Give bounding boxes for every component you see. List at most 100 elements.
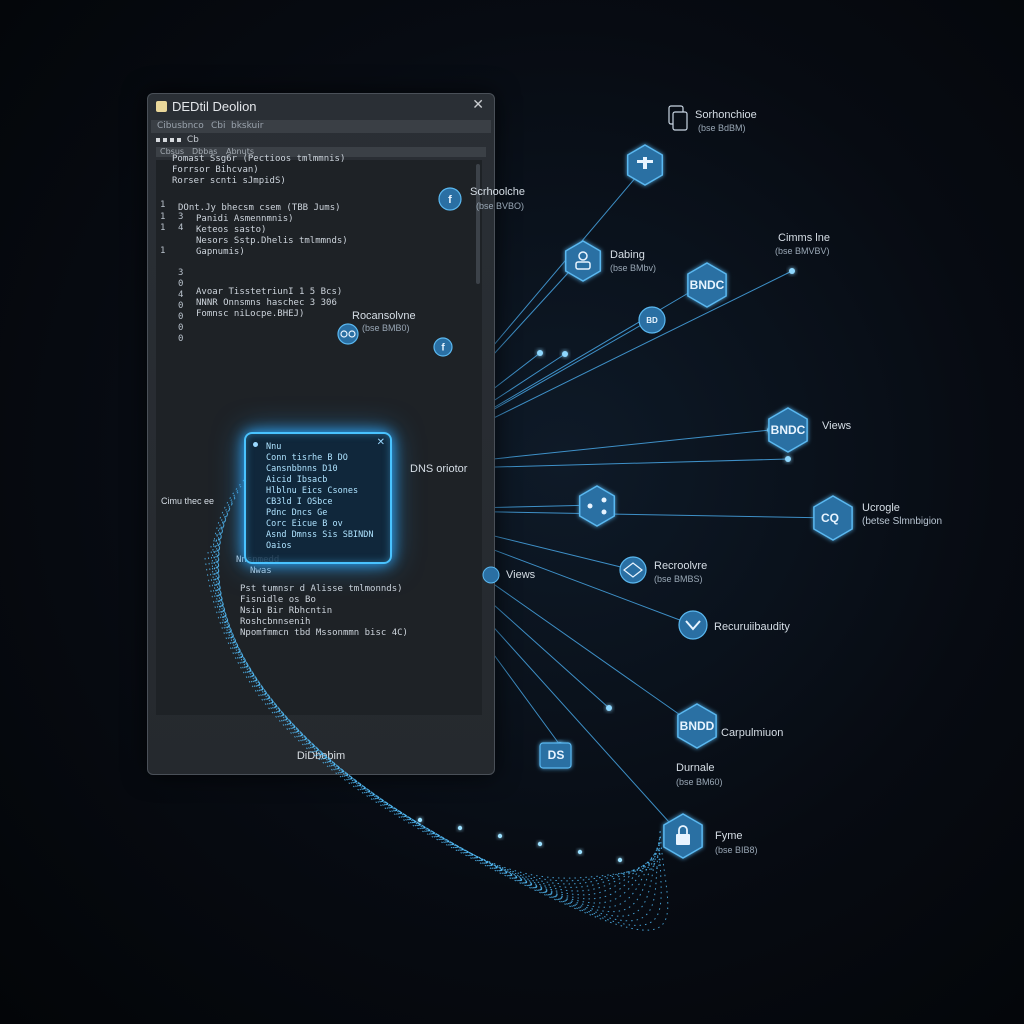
bd-node — [638, 306, 666, 334]
active-node-panel[interactable]: ✕ Nnu Conn tisrhe B DO Cansnbbnns D10 Ai… — [244, 432, 392, 564]
panel-line: Conn tisrhe B DO — [266, 453, 348, 463]
line-number: 3 — [178, 212, 184, 222]
line-number: 1 — [160, 212, 166, 222]
node-label: Ucrogle — [862, 502, 900, 514]
document-icon-back — [672, 111, 688, 131]
node-sublabel: (betse Slmnbigion — [862, 516, 943, 527]
panel-line: Cansnbbnns D10 — [266, 464, 338, 474]
node-label: Cimu thec ee — [161, 496, 215, 506]
node-sublabel: (bse BM60) — [676, 777, 723, 787]
code-line: Panidi Asmennmnis) — [196, 214, 294, 224]
menu-bar: Cibusbnco Cbi bkskuir — [151, 120, 491, 133]
code-line: Fomnsc niLocpe.BHEJ) — [196, 309, 305, 319]
toolbar-button[interactable] — [156, 137, 160, 142]
user-icon-head — [578, 251, 588, 261]
bd-label: BD — [646, 316, 658, 325]
tab[interactable]: Cbsus — [160, 147, 185, 156]
vertical-scrollbar[interactable] — [476, 164, 480, 284]
toolbar-button[interactable] — [170, 137, 174, 142]
window-title: DEDtil Deolion — [172, 99, 257, 114]
panel-line: Nnu — [266, 442, 282, 452]
toolbar-label[interactable]: Cb — [186, 135, 199, 145]
share-icon-dot — [587, 503, 593, 509]
menu-item[interactable]: Cibusbnco — [157, 121, 204, 131]
line-number: 0 — [178, 312, 184, 322]
panel-line: Oaios — [266, 541, 292, 551]
panel-line: CB3ld I OSbce — [266, 497, 333, 507]
tab[interactable]: Abnuts — [226, 147, 254, 156]
function-label: f — [441, 343, 445, 354]
panel-close-button[interactable]: ✕ — [376, 437, 385, 448]
node-label: Views — [822, 420, 852, 432]
line-number: 0 — [178, 279, 184, 289]
node-sublabel: (bse BMVBV) — [775, 246, 830, 256]
panel-line: Aicid Ibsacb — [266, 475, 328, 485]
bndd-label: BNDD — [680, 719, 715, 733]
node-label: Recroolvre — [654, 560, 708, 572]
diamond-icon-shape — [623, 562, 643, 578]
node-label: Dabing — [610, 249, 645, 261]
endpoint-dot — [789, 268, 795, 274]
line-number: 0 — [178, 323, 184, 333]
user-icon — [564, 240, 602, 282]
bndd-node — [677, 703, 717, 749]
server-icon-bar — [643, 157, 647, 169]
views-icon — [482, 566, 500, 584]
share-icon-dot — [601, 497, 607, 503]
function-label: f — [448, 194, 452, 206]
menu-item[interactable]: bkskuir — [231, 121, 264, 131]
bndc-node — [687, 262, 727, 308]
chevron-shape — [685, 620, 701, 631]
bndc-label: BNDC — [771, 423, 806, 437]
line-number: 1 — [160, 200, 166, 210]
toolbar-button[interactable] — [177, 137, 181, 142]
node-sublabel: (bse BdBM) — [698, 123, 746, 133]
window-titlebar[interactable]: DEDtil Deolion ✕ — [148, 94, 494, 120]
code-line: DOnt.Jy bhecsm csem (TBB Jums) — [178, 203, 341, 213]
bndc-label: BNDC — [690, 278, 725, 292]
toolbar-button[interactable] — [163, 137, 167, 142]
node-label: Scrhoolche — [470, 186, 526, 198]
endpoint-dot — [785, 456, 791, 462]
line-number: 4 — [178, 223, 184, 233]
menu-item[interactable]: Cbi — [211, 121, 226, 131]
lock-icon-shackle — [678, 825, 688, 834]
panel-line: Corc Eicue B ov — [266, 519, 343, 529]
node-sublabel: (bse BIB8) — [715, 845, 758, 855]
node-label: Views — [506, 569, 536, 581]
user-icon-body — [575, 261, 591, 270]
line-number: 4 — [178, 290, 184, 300]
share-icon — [578, 485, 616, 527]
code-line: Forrsor Bihcvan) — [172, 165, 259, 175]
panel-line: Asnd Dmnss Sis SBINDN — [266, 530, 374, 540]
node-label: Fyme — [715, 830, 743, 842]
line-number: 1 — [160, 246, 166, 256]
node-label: Sorhonchioe — [695, 109, 757, 121]
tab[interactable]: Dbbas — [192, 147, 218, 156]
chevron-down-icon — [678, 610, 708, 640]
node-label: Rocansolvne — [352, 310, 416, 322]
function-icon — [433, 337, 453, 357]
share-icon-dot — [601, 509, 607, 515]
bndc-node — [768, 407, 808, 453]
code-line: Avoar TisstetriunI 1 5 Bcs) — [196, 287, 343, 297]
code-line: Rorser scnti sJmpidS) — [172, 176, 286, 186]
node-sublabel: (bse BMBS) — [654, 574, 703, 584]
od-icon-b — [348, 330, 356, 338]
node-label: Carpulmiuon — [721, 727, 784, 739]
close-button[interactable]: ✕ — [472, 97, 484, 113]
diamond-icon — [619, 556, 647, 584]
ds-label: DS — [548, 748, 565, 762]
node-sublabel: (bse BVBO) — [476, 201, 525, 211]
ds-node — [539, 742, 572, 769]
toolbar: Cb — [156, 135, 199, 145]
code-line: Pomast Ssg6r (Pectioos tmlmmnis) — [172, 154, 346, 164]
code-line: Nesors Sstp.Dhelis tmlmmnds) — [196, 236, 348, 246]
code-line: Gapnumis) — [196, 247, 245, 257]
node-sublabel: (bse BMB0) — [362, 323, 410, 333]
node-label: Recuruiibaudity — [714, 621, 790, 633]
node-label: DNS oriotor — [410, 463, 468, 475]
search-icon — [813, 495, 853, 541]
cq-label: CQ — [821, 511, 839, 525]
